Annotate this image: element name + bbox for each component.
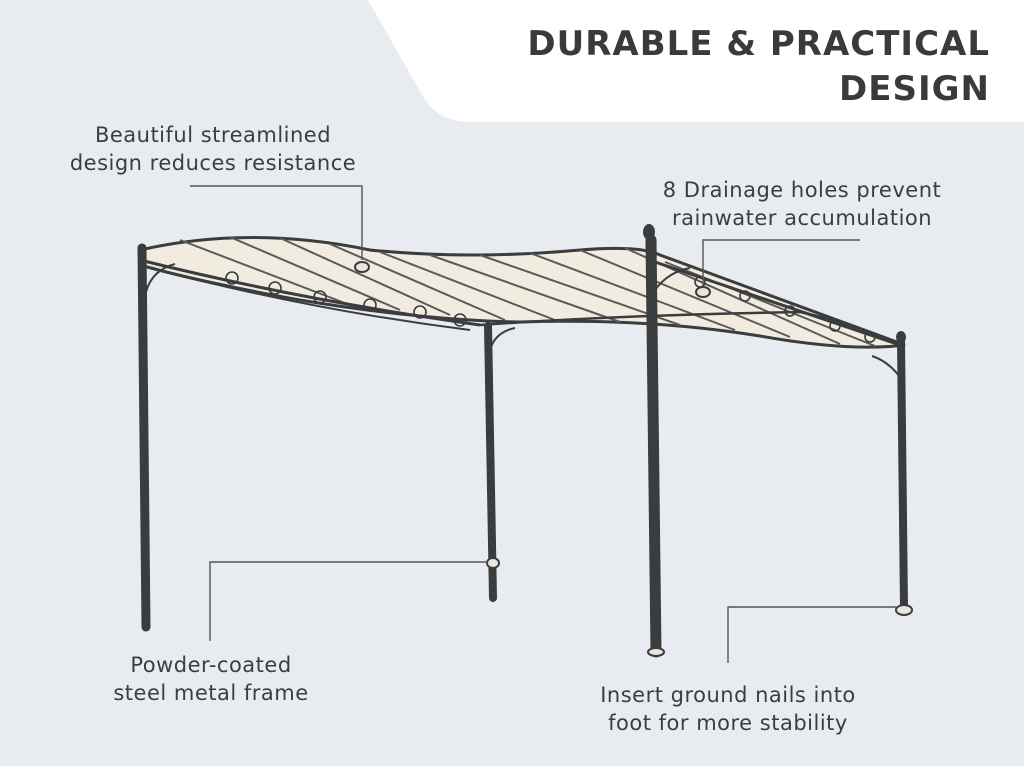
frame-legs: [137, 234, 908, 658]
leader-drainage: [702, 239, 860, 285]
finials: [643, 224, 906, 343]
title-line-2: DESIGN: [839, 69, 990, 109]
callout-line: foot for more stability: [608, 711, 848, 735]
drainage-holes: [354, 261, 711, 298]
front-scroll-rail: [149, 267, 471, 331]
title-line-1: DURABLE & PRACTICAL: [527, 24, 990, 64]
title-banner: [368, 0, 1024, 122]
callout-steel-frame: Powder-coated steel metal frame: [86, 651, 336, 707]
banner-shape: [368, 0, 1024, 122]
leader-frame: [209, 561, 487, 641]
callout-line: Beautiful streamlined: [94, 123, 332, 147]
callout-line: design reduces resistance: [69, 151, 357, 175]
callout-streamlined-design: Beautiful streamlined design reduces res…: [36, 121, 390, 177]
scroll-ornaments: [225, 271, 876, 343]
callout-line: 8 Drainage holes prevent: [662, 178, 942, 202]
back-rail: [479, 310, 901, 347]
page-title: DURABLE & PRACTICAL DESIGN: [527, 22, 990, 112]
leader-ground-nails: [727, 606, 896, 663]
front-rail: [139, 258, 481, 327]
leg-feet: [486, 557, 913, 657]
leader-streamlined: [190, 185, 363, 260]
callout-line: Powder-coated: [130, 653, 292, 677]
callout-leaders: [190, 185, 896, 663]
canopy-fabric: [138, 236, 906, 349]
callout-line: Insert ground nails into: [600, 683, 856, 707]
callout-ground-nails: Insert ground nails into foot for more s…: [548, 681, 908, 737]
callout-line: rainwater accumulation: [671, 206, 933, 230]
side-rail: [654, 260, 901, 347]
callout-line: steel metal frame: [113, 681, 309, 705]
corner-braces: [145, 263, 903, 381]
callout-drainage-holes: 8 Drainage holes prevent rainwater accum…: [612, 176, 992, 232]
